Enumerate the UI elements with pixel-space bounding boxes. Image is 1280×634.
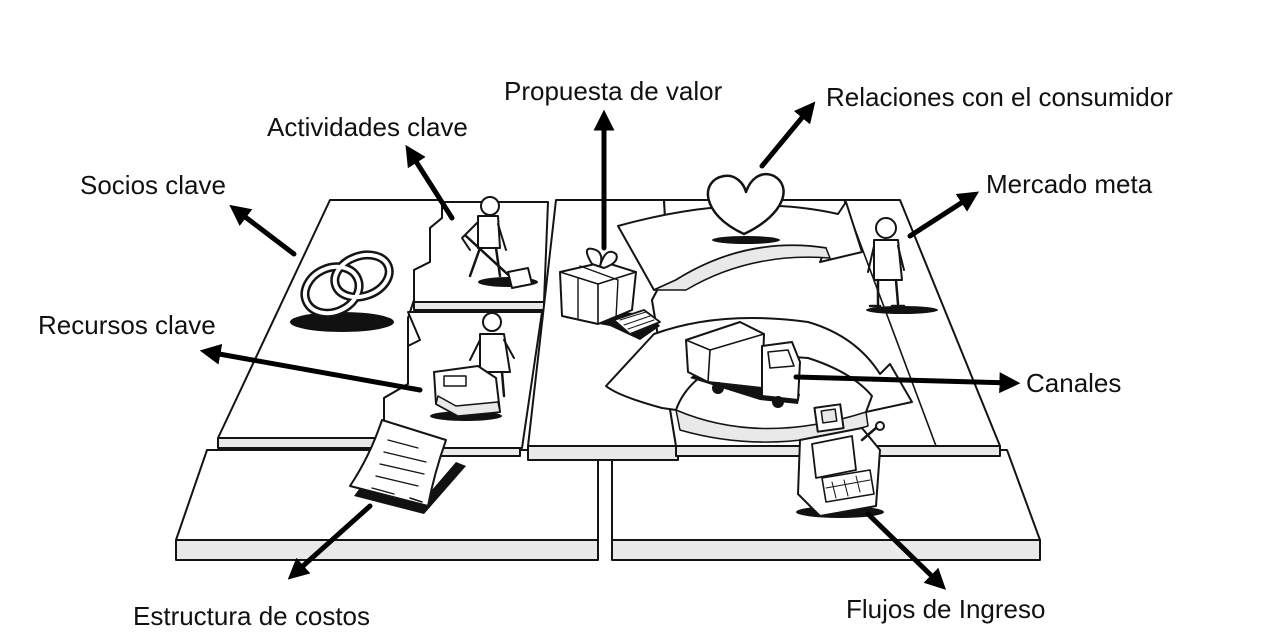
label-propuesta-de-valor: Propuesta de valor [504, 76, 723, 106]
label-estructura-de-costos: Estructura de costos [133, 601, 370, 631]
label-canales: Canales [1026, 368, 1121, 398]
heart-icon [706, 173, 785, 244]
arrow-mercado-meta [907, 191, 980, 239]
label-socios-clave: Socios clave [80, 170, 226, 200]
arrow-actividades-clave [405, 144, 455, 221]
label-flujos-de-ingreso: Flujos de Ingreso [846, 594, 1045, 624]
label-mercado-meta: Mercado meta [986, 169, 1153, 199]
arrow-relaciones-con-el-consumidor [759, 101, 816, 169]
cash-register-icon [796, 403, 885, 518]
worker-digging-icon [461, 196, 538, 289]
gift-box-icon [559, 247, 661, 340]
channel-arrow-band [605, 317, 913, 443]
interlocked-rings-icon [290, 250, 394, 332]
arrow-flujos-de-ingreso [865, 511, 947, 590]
delivery-truck-icon [685, 321, 801, 408]
arrow-recursos-clave [199, 343, 423, 393]
label-actividades-clave: Actividades clave [267, 112, 468, 142]
arrow-canales [793, 372, 1021, 394]
worker-with-machine-icon [430, 312, 515, 421]
bill-document-icon [349, 419, 466, 514]
label-recursos-clave: Recursos clave [38, 310, 216, 340]
block-labels: Propuesta de valor Relaciones con el con… [38, 76, 1173, 631]
arrow-estructura-de-costos [287, 503, 373, 580]
label-relaciones-con-el-consumidor: Relaciones con el consumidor [826, 82, 1173, 112]
relationship-arrow-band [617, 201, 863, 291]
arrow-socios-clave [229, 204, 297, 257]
customer-figure-icon [866, 217, 938, 314]
label-arrows [199, 101, 1021, 590]
